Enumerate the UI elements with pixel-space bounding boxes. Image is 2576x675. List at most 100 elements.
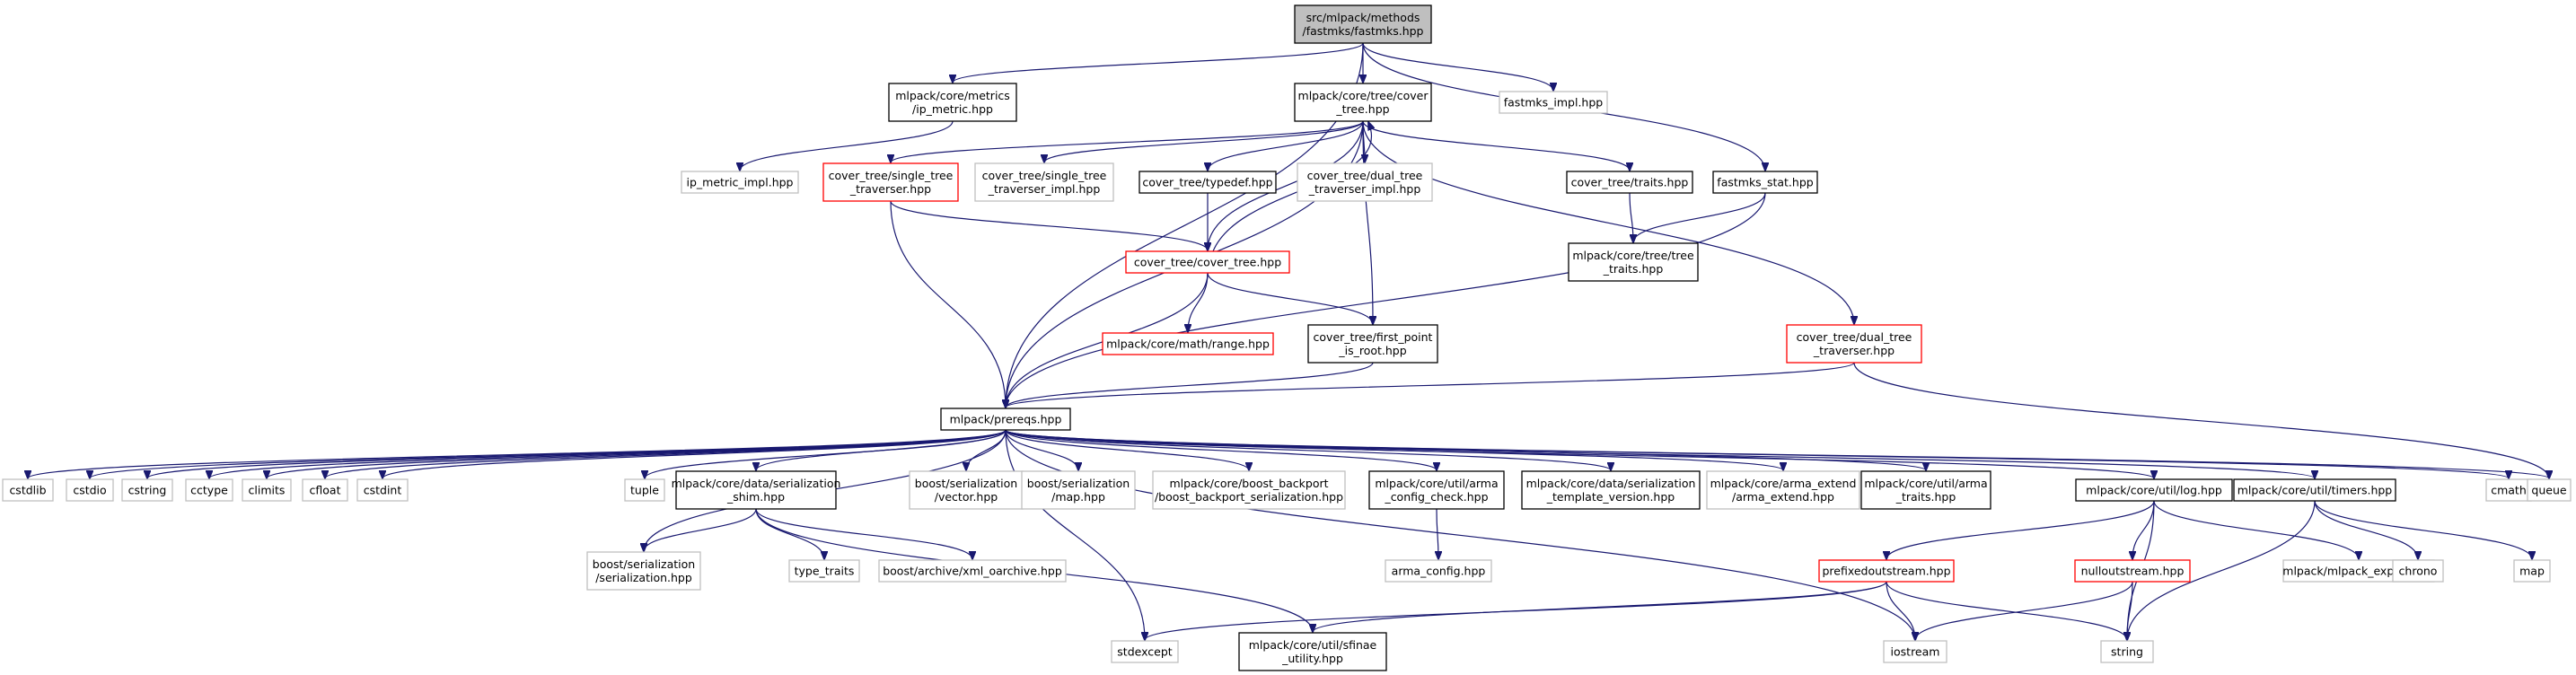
node-nulloutstream[interactable]: nulloutstream.hpp xyxy=(2074,559,2191,583)
edge-prereqs-to-timers xyxy=(1005,429,2315,478)
edge-line xyxy=(953,42,1364,83)
edge-prereqs-to-cstdio xyxy=(90,429,1007,478)
node-box xyxy=(1566,171,1693,194)
node-box xyxy=(675,470,837,510)
edge-line xyxy=(1886,500,2155,559)
edge-nulloutstream-to-iostream xyxy=(1915,581,2133,640)
edge-line xyxy=(756,429,1007,470)
edge-timers-to-map xyxy=(2314,500,2532,559)
node-box xyxy=(1238,632,1387,671)
node-ct-traits[interactable]: cover_tree/traits.hpp xyxy=(1566,171,1693,194)
edge-line xyxy=(2127,581,2133,640)
edge-cover_tree-to-single_tree_impl xyxy=(1044,120,1364,162)
node-box xyxy=(1521,470,1701,510)
node-label-line: arma_config.hpp xyxy=(1392,565,1486,578)
node-box xyxy=(1139,171,1277,194)
edge-prefixedoutstream-to-string xyxy=(1886,581,2127,640)
node-fastmks-stat[interactable]: fastmks_stat.hpp xyxy=(1712,171,1818,194)
edge-prereqs-to-boost_map xyxy=(1005,429,1078,470)
edge-line xyxy=(28,429,1007,478)
node-dual-tree[interactable]: cover_tree/dual_tree_traverser.hpp xyxy=(1786,324,1922,364)
node-arma-traits[interactable]: mlpack/core/util/arma_traits.hpp xyxy=(1860,470,1991,510)
node-prereqs[interactable]: mlpack/prereqs.hpp xyxy=(940,408,1071,431)
node-arma-config: arma_config.hpp xyxy=(1385,559,1492,583)
edge-layer xyxy=(28,42,2549,640)
node-box xyxy=(1125,250,1290,274)
node-shim[interactable]: mlpack/core/data/serialization_shim.hpp xyxy=(672,470,841,510)
node-box xyxy=(1102,332,1274,355)
edge-line xyxy=(1006,192,1766,408)
edge-line xyxy=(1005,429,2154,478)
node-prefixedoutstream[interactable]: prefixedoutstream.hpp xyxy=(1818,559,1955,583)
edge-line xyxy=(1362,120,1373,324)
edge-line xyxy=(755,508,824,559)
edge-cover_tree-to-first_point xyxy=(1362,120,1373,324)
node-boost-map: boost/serialization/map.hpp xyxy=(1021,470,1136,510)
node-label-line: mlpack/prereqs.hpp xyxy=(950,413,1062,426)
node-cctype: cctype xyxy=(185,478,233,502)
edge-prereqs-to-ser_template xyxy=(1005,429,1611,470)
edge-cover_tree-to-single_tree xyxy=(891,120,1364,162)
node-fastmks[interactable]: src/mlpack/methods/fastmks/fastmks.hpp xyxy=(1294,4,1432,44)
node-box xyxy=(1712,171,1818,194)
node-sfinae[interactable]: mlpack/core/util/sfinae_utility.hpp xyxy=(1238,632,1387,671)
node-log[interactable]: mlpack/core/util/log.hpp xyxy=(2075,478,2233,502)
edge-line xyxy=(1005,429,2549,478)
node-label-line: /vector.hpp xyxy=(935,490,998,504)
node-label-line: mlpack/core/data/serialization xyxy=(672,477,841,490)
node-box xyxy=(788,559,860,583)
edge-line xyxy=(1006,362,1374,408)
edge-single_tree-to-ct_cover_tree xyxy=(890,200,1208,250)
node-arma-extend: mlpack/core/arma_extend/arma_extend.hpp xyxy=(1706,470,1860,510)
node-box xyxy=(2392,559,2444,583)
node-box xyxy=(185,478,233,502)
node-label-line: /boost_backport_serialization.hpp xyxy=(1155,490,1343,504)
node-ip-metric[interactable]: mlpack/core/metrics/ip_metric.hpp xyxy=(888,83,1017,122)
node-typedef[interactable]: cover_tree/typedef.hpp xyxy=(1139,171,1277,194)
node-label-line: cover_tree/typedef.hpp xyxy=(1142,176,1272,189)
edge-line xyxy=(1629,192,1633,242)
node-single-tree[interactable]: cover_tree/single_tree_traverser.hpp xyxy=(822,162,959,202)
node-ct-cover-tree[interactable]: cover_tree/cover_tree.hpp xyxy=(1125,250,1290,274)
edge-line xyxy=(2314,500,2532,559)
edge-line xyxy=(1362,42,1553,91)
node-box xyxy=(2233,478,2396,502)
node-cstdio: cstdio xyxy=(66,478,114,502)
edge-line xyxy=(209,429,1007,478)
node-first-point[interactable]: cover_tree/first_point_is_root.hpp xyxy=(1307,324,1438,364)
edge-prefixedoutstream-to-sfinae xyxy=(1313,581,1887,632)
node-tree-traits[interactable]: mlpack/core/tree/tree_traits.hpp xyxy=(1568,242,1699,282)
edge-line xyxy=(1005,429,1078,470)
node-single-tree-impl: cover_tree/single_tree_traverser_impl.hp… xyxy=(974,162,1114,202)
node-range[interactable]: mlpack/core/math/range.hpp xyxy=(1102,332,1274,355)
node-label-line: _utility.hpp xyxy=(1281,652,1343,665)
node-box xyxy=(1297,162,1433,202)
node-label-line: /arma_extend.hpp xyxy=(1732,490,1834,504)
edge-shim-to-boost_serialization xyxy=(644,508,757,551)
node-label-line: cover_tree/dual_tree xyxy=(1307,169,1423,182)
node-label-line: /fastmks/fastmks.hpp xyxy=(1303,24,1424,38)
node-label-line: type_traits xyxy=(795,565,855,578)
node-arma-config-check[interactable]: mlpack/core/util/arma_config_check.hpp xyxy=(1368,470,1505,510)
edge-line xyxy=(890,200,1006,408)
node-box xyxy=(1385,559,1492,583)
edge-line xyxy=(1005,429,1437,470)
node-ser-template[interactable]: mlpack/core/data/serialization_template_… xyxy=(1521,470,1701,510)
node-label-line: /serialization.hpp xyxy=(595,571,692,584)
edge-ct_traits-to-tree_traits xyxy=(1629,192,1633,242)
node-box xyxy=(1294,83,1432,122)
node-cover-tree[interactable]: mlpack/core/tree/cover_tree.hpp xyxy=(1294,83,1432,122)
edge-cover_tree-to-ct_cover_tree xyxy=(1208,120,1364,250)
edge-line xyxy=(147,429,1007,478)
node-label-line: cover_tree/cover_tree.hpp xyxy=(1134,256,1281,269)
node-boost-serialization: boost/serialization/serialization.hpp xyxy=(586,551,701,591)
node-label-line: fastmks_impl.hpp xyxy=(1504,96,1604,110)
node-label-line: cstring xyxy=(128,484,167,497)
edge-prereqs-to-cctype xyxy=(209,429,1007,478)
node-cstdint: cstdint xyxy=(356,478,409,502)
edge-prereqs-to-arma_traits xyxy=(1005,429,1926,470)
node-box xyxy=(1307,324,1438,364)
node-box xyxy=(1294,4,1432,44)
edge-line xyxy=(1208,120,1364,171)
node-timers[interactable]: mlpack/core/util/timers.hpp xyxy=(2233,478,2396,502)
